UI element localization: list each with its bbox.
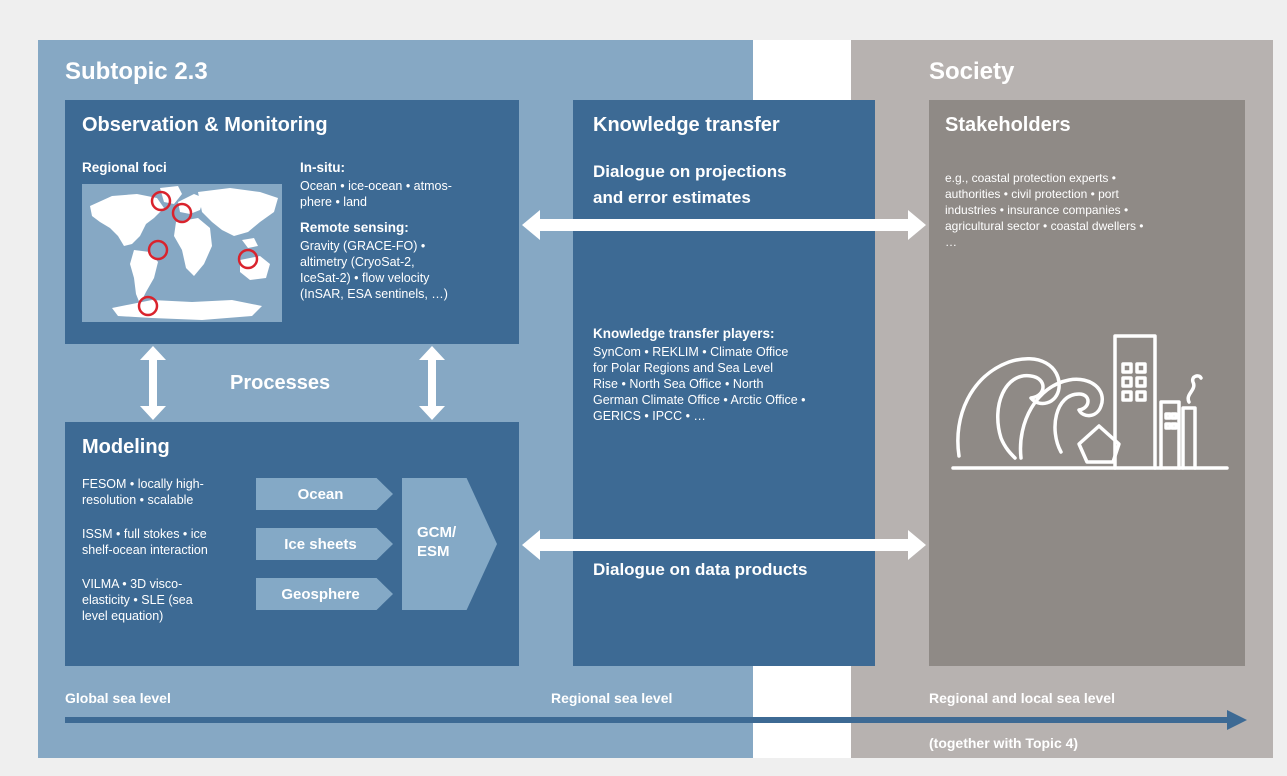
remote-title: Remote sensing: bbox=[300, 220, 409, 235]
vilma-line: VILMA • 3D visco- bbox=[82, 577, 183, 591]
gcm-label: GCM/ bbox=[417, 524, 457, 541]
focus-marker-indo-pacific bbox=[237, 248, 259, 270]
focus-marker-north-sea bbox=[171, 202, 193, 224]
stakeholders-line: agricultural sector • coastal dwellers • bbox=[945, 219, 1144, 233]
remote-line: (InSAR, ESA sentinels, …) bbox=[300, 287, 448, 301]
dialogue-projections-line: and error estimates bbox=[593, 188, 751, 207]
fesom-line: resolution • scalable bbox=[82, 493, 194, 507]
players-line: German Climate Office • Arctic Office • bbox=[593, 393, 806, 407]
remote-line: IceSat-2) • flow velocity bbox=[300, 271, 430, 285]
stakeholders-title: Stakeholders bbox=[945, 114, 1071, 136]
players-line: GERICS • IPCC • … bbox=[593, 409, 706, 423]
modeling-box: Modeling FESOM • locally high- resolutio… bbox=[65, 422, 519, 666]
focus-marker-antarctica bbox=[137, 295, 159, 317]
stakeholders-line: authorities • civil protection • port bbox=[945, 187, 1119, 201]
focus-marker-atlantic bbox=[147, 239, 169, 261]
regional-sea-level-label: Regional sea level bbox=[551, 690, 673, 706]
insitu-line: Ocean • ice-ocean • atmos- bbox=[300, 179, 452, 193]
society-title: Society bbox=[929, 58, 1015, 85]
vertical-arrow-right bbox=[419, 346, 445, 420]
insitu-line: phere • land bbox=[300, 195, 367, 209]
world-map bbox=[82, 184, 282, 322]
dialogue-projections-line: Dialogue on projections bbox=[593, 162, 787, 181]
vilma-line: level equation) bbox=[82, 609, 164, 623]
remote-line: Gravity (GRACE-FO) • bbox=[300, 239, 426, 253]
players-line: SynCom • REKLIM • Climate Office bbox=[593, 345, 789, 359]
insitu-title: In-situ: bbox=[300, 160, 345, 175]
component-ocean: Ocean bbox=[256, 478, 393, 510]
processes-label: Processes bbox=[230, 372, 331, 394]
knowledge-title: Knowledge transfer bbox=[593, 114, 780, 136]
sea-level-scale-arrow bbox=[65, 710, 1247, 730]
subtopic-title: Subtopic 2.3 bbox=[65, 58, 208, 85]
fesom-line: FESOM • locally high- bbox=[82, 477, 204, 491]
stakeholders-box: Stakeholders e.g., coastal protection ex… bbox=[929, 100, 1245, 666]
issm-line: shelf-ocean interaction bbox=[82, 543, 208, 557]
vilma-line: elasticity • SLE (sea bbox=[82, 593, 193, 607]
dialogue-data-products: Dialogue on data products bbox=[593, 560, 808, 579]
horizontal-arrow-top bbox=[522, 210, 926, 240]
issm-line: ISSM • full stokes • ice bbox=[82, 527, 207, 541]
stakeholders-line: … bbox=[945, 235, 957, 249]
players-line: Rise • North Sea Office • North bbox=[593, 377, 764, 391]
component-ice-sheets: Ice sheets bbox=[256, 528, 393, 560]
vertical-arrow-left bbox=[140, 346, 166, 420]
stakeholders-line: industries • insurance companies • bbox=[945, 203, 1129, 217]
flood-city-icon bbox=[951, 334, 1229, 470]
stakeholders-line: e.g., coastal protection experts • bbox=[945, 171, 1116, 185]
knowledge-box: Knowledge transfer Dialogue on projectio… bbox=[573, 100, 875, 666]
observation-box: Observation & Monitoring Regional foci bbox=[65, 100, 519, 344]
modeling-title: Modeling bbox=[82, 436, 170, 458]
horizontal-arrow-bottom bbox=[522, 530, 926, 560]
regional-foci-label: Regional foci bbox=[82, 160, 167, 175]
esm-label: ESM bbox=[417, 543, 450, 560]
players-line: for Polar Regions and Sea Level bbox=[593, 361, 773, 375]
topic4-note: (together with Topic 4) bbox=[929, 735, 1079, 751]
global-sea-level-label: Global sea level bbox=[65, 690, 171, 706]
observation-title: Observation & Monitoring bbox=[82, 114, 328, 136]
remote-line: altimetry (CryoSat-2, bbox=[300, 255, 415, 269]
focus-marker-arctic bbox=[150, 190, 172, 212]
regional-local-sea-level-label: Regional and local sea level bbox=[929, 690, 1115, 706]
component-geosphere: Geosphere bbox=[256, 578, 393, 610]
players-title: Knowledge transfer players: bbox=[593, 326, 775, 341]
